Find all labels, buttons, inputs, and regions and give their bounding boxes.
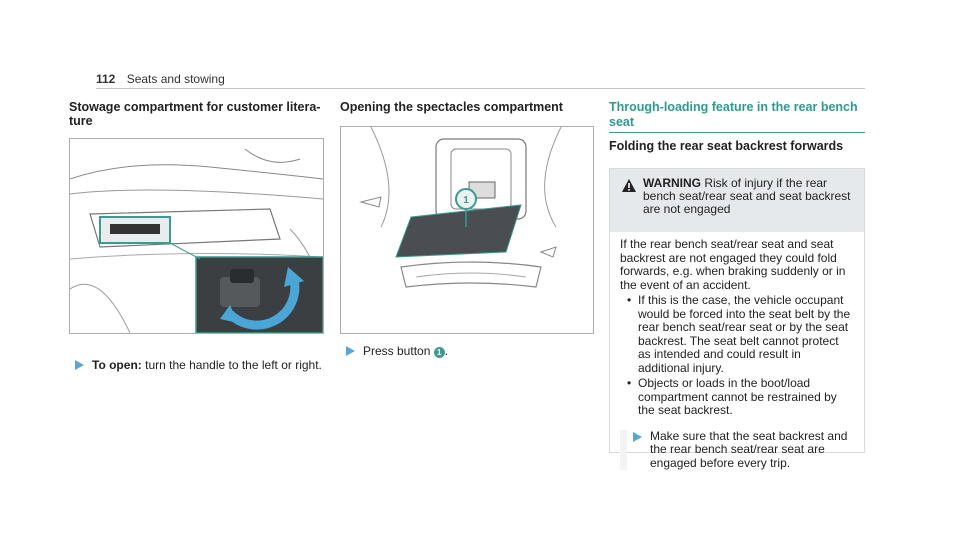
spectacles-compartment-illustration: 1	[340, 126, 594, 334]
action-text: turn the handle to the left or right.	[145, 358, 322, 372]
column-through-loading: Through-loading feature in the rear benc…	[609, 100, 865, 470]
warning-intro: If the rear bench seat/rear seat and sea…	[620, 237, 846, 292]
warning-triangle-icon	[622, 179, 636, 192]
page-header: 112 Seats and stowing	[96, 72, 225, 86]
step-arrow-icon	[346, 346, 355, 356]
button-number-badge: 1	[433, 347, 445, 358]
action-label: To open:	[92, 358, 142, 372]
spectacles-heading: Opening the spectacles compartment	[340, 100, 563, 114]
warning-label: WARNING	[643, 176, 701, 190]
warning-action-text: Make sure that the seat backrest and the…	[650, 428, 848, 470]
dashboard-glovebox-drawing	[70, 139, 323, 333]
warning-list: If this is the case, the vehicle occupan…	[620, 293, 854, 418]
warning-header: WARNING Risk of injury if the rear bench…	[610, 169, 864, 232]
step-arrow-icon	[75, 360, 84, 370]
action-end: .	[444, 344, 449, 358]
warning-body: If the rear bench seat/rear seat and sea…	[610, 232, 864, 470]
column-spectacles: Opening the spectacles compartment 1 Pre…	[340, 100, 594, 358]
subheading: Folding the rear seat backrest forwards	[609, 139, 844, 153]
warning-box: WARNING Risk of injury if the rear bench…	[609, 168, 865, 470]
warning-title: Risk of injury if the rear bench seat/re…	[643, 176, 851, 216]
action-bar	[620, 429, 627, 470]
section-divider	[609, 132, 865, 133]
literature-compartment-illustration	[69, 138, 324, 334]
svg-text:1: 1	[463, 195, 469, 206]
page-number: 112	[96, 72, 116, 86]
header-divider	[96, 88, 865, 89]
spectacles-instruction: Press button 1.	[340, 344, 594, 359]
overhead-console-drawing: 1	[341, 127, 593, 333]
section-heading: Through-loading feature in the rear benc…	[609, 100, 858, 129]
section-title: Seats and stowing	[126, 72, 225, 86]
warning-bullet: Objects or loads in the boot/load compar…	[627, 376, 854, 418]
column-customer-literature: Stowage compartment for customer litera-…	[69, 100, 324, 372]
literature-heading: Stowage compartment for customer litera-…	[69, 100, 321, 128]
warning-bullet: If this is the case, the vehicle occupan…	[627, 293, 854, 375]
literature-instruction: To open: turn the handle to the left or …	[69, 358, 324, 373]
action-text: Press button	[363, 344, 431, 358]
warning-action: Make sure that the seat backrest and the…	[620, 428, 854, 470]
step-arrow-icon	[633, 431, 642, 442]
